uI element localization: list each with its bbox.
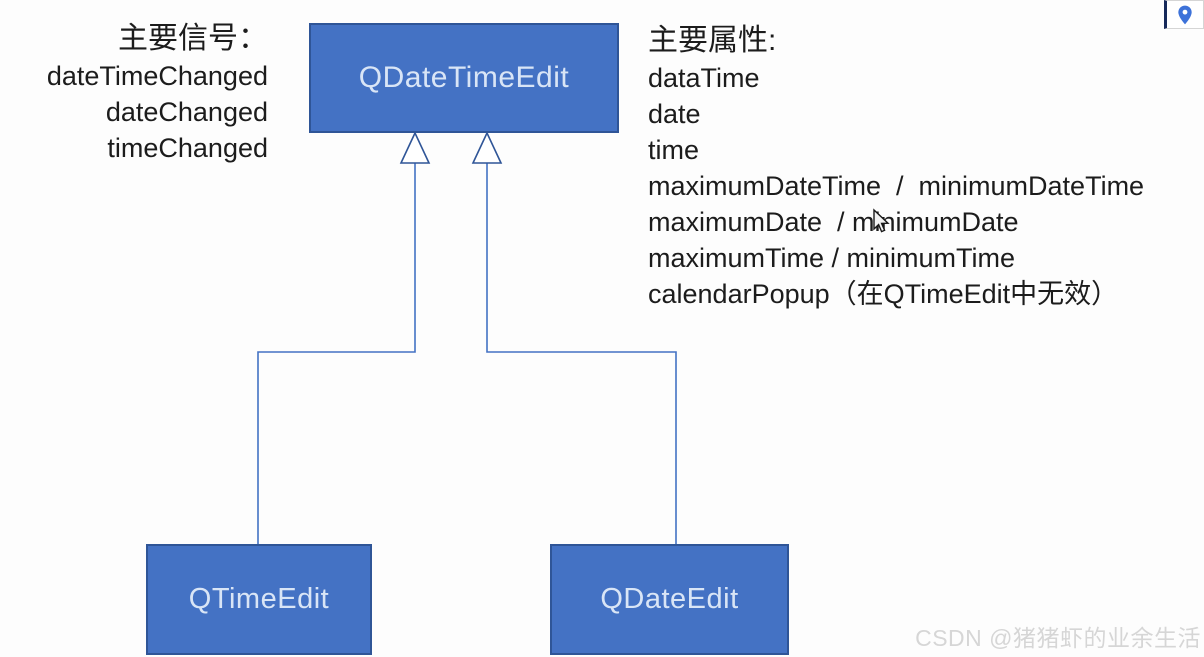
property-item: date <box>648 99 701 129</box>
signal-item: dateChanged <box>105 97 268 127</box>
watermark-text: CSDN @猪猪虾的业余生活 <box>915 625 1201 651</box>
signal-item: timeChanged <box>107 133 268 163</box>
property-item: time <box>648 135 700 165</box>
mouse-cursor-icon <box>873 208 890 233</box>
connector-qtimeedit <box>257 163 416 544</box>
class-box-qdateedit: QDateEdit <box>550 544 789 655</box>
class-name-label: QTimeEdit <box>188 583 330 615</box>
class-name-label: QDateEdit <box>600 583 739 615</box>
pin-shape <box>1178 5 1192 24</box>
pin-hole <box>1182 9 1188 15</box>
connector-qdateedit <box>486 163 677 544</box>
property-item: dataTime <box>648 63 760 93</box>
signals-list: 主要信号： dateTimeChanged dateChanged timeCh… <box>0 20 268 166</box>
location-pin-icon <box>1178 5 1192 24</box>
inheritance-arrow-icon <box>399 131 431 164</box>
properties-list: 主要属性: dataTime date time maximumDateTime… <box>648 22 1204 312</box>
class-name-label: QDateTimeEdit <box>358 61 570 94</box>
property-item: maximumDate / minimumDate <box>648 207 1019 237</box>
class-box-qdatetimeedit: QDateTimeEdit <box>309 23 619 133</box>
arrow-pointer-shape <box>873 208 890 233</box>
properties-title: 主要属性: <box>648 24 777 57</box>
location-pin-button[interactable] <box>1164 0 1204 29</box>
signal-item: dateTimeChanged <box>46 61 268 91</box>
class-box-qtimeedit: QTimeEdit <box>146 544 372 655</box>
inheritance-arrow-icon <box>471 131 503 164</box>
signals-title: 主要信号： <box>118 22 268 55</box>
property-item: calendarPopup（在QTimeEdit中无效） <box>648 279 1119 309</box>
property-item: maximumDateTime / minimumDateTime <box>648 171 1145 201</box>
property-item: maximumTime / minimumTime <box>648 243 1016 273</box>
